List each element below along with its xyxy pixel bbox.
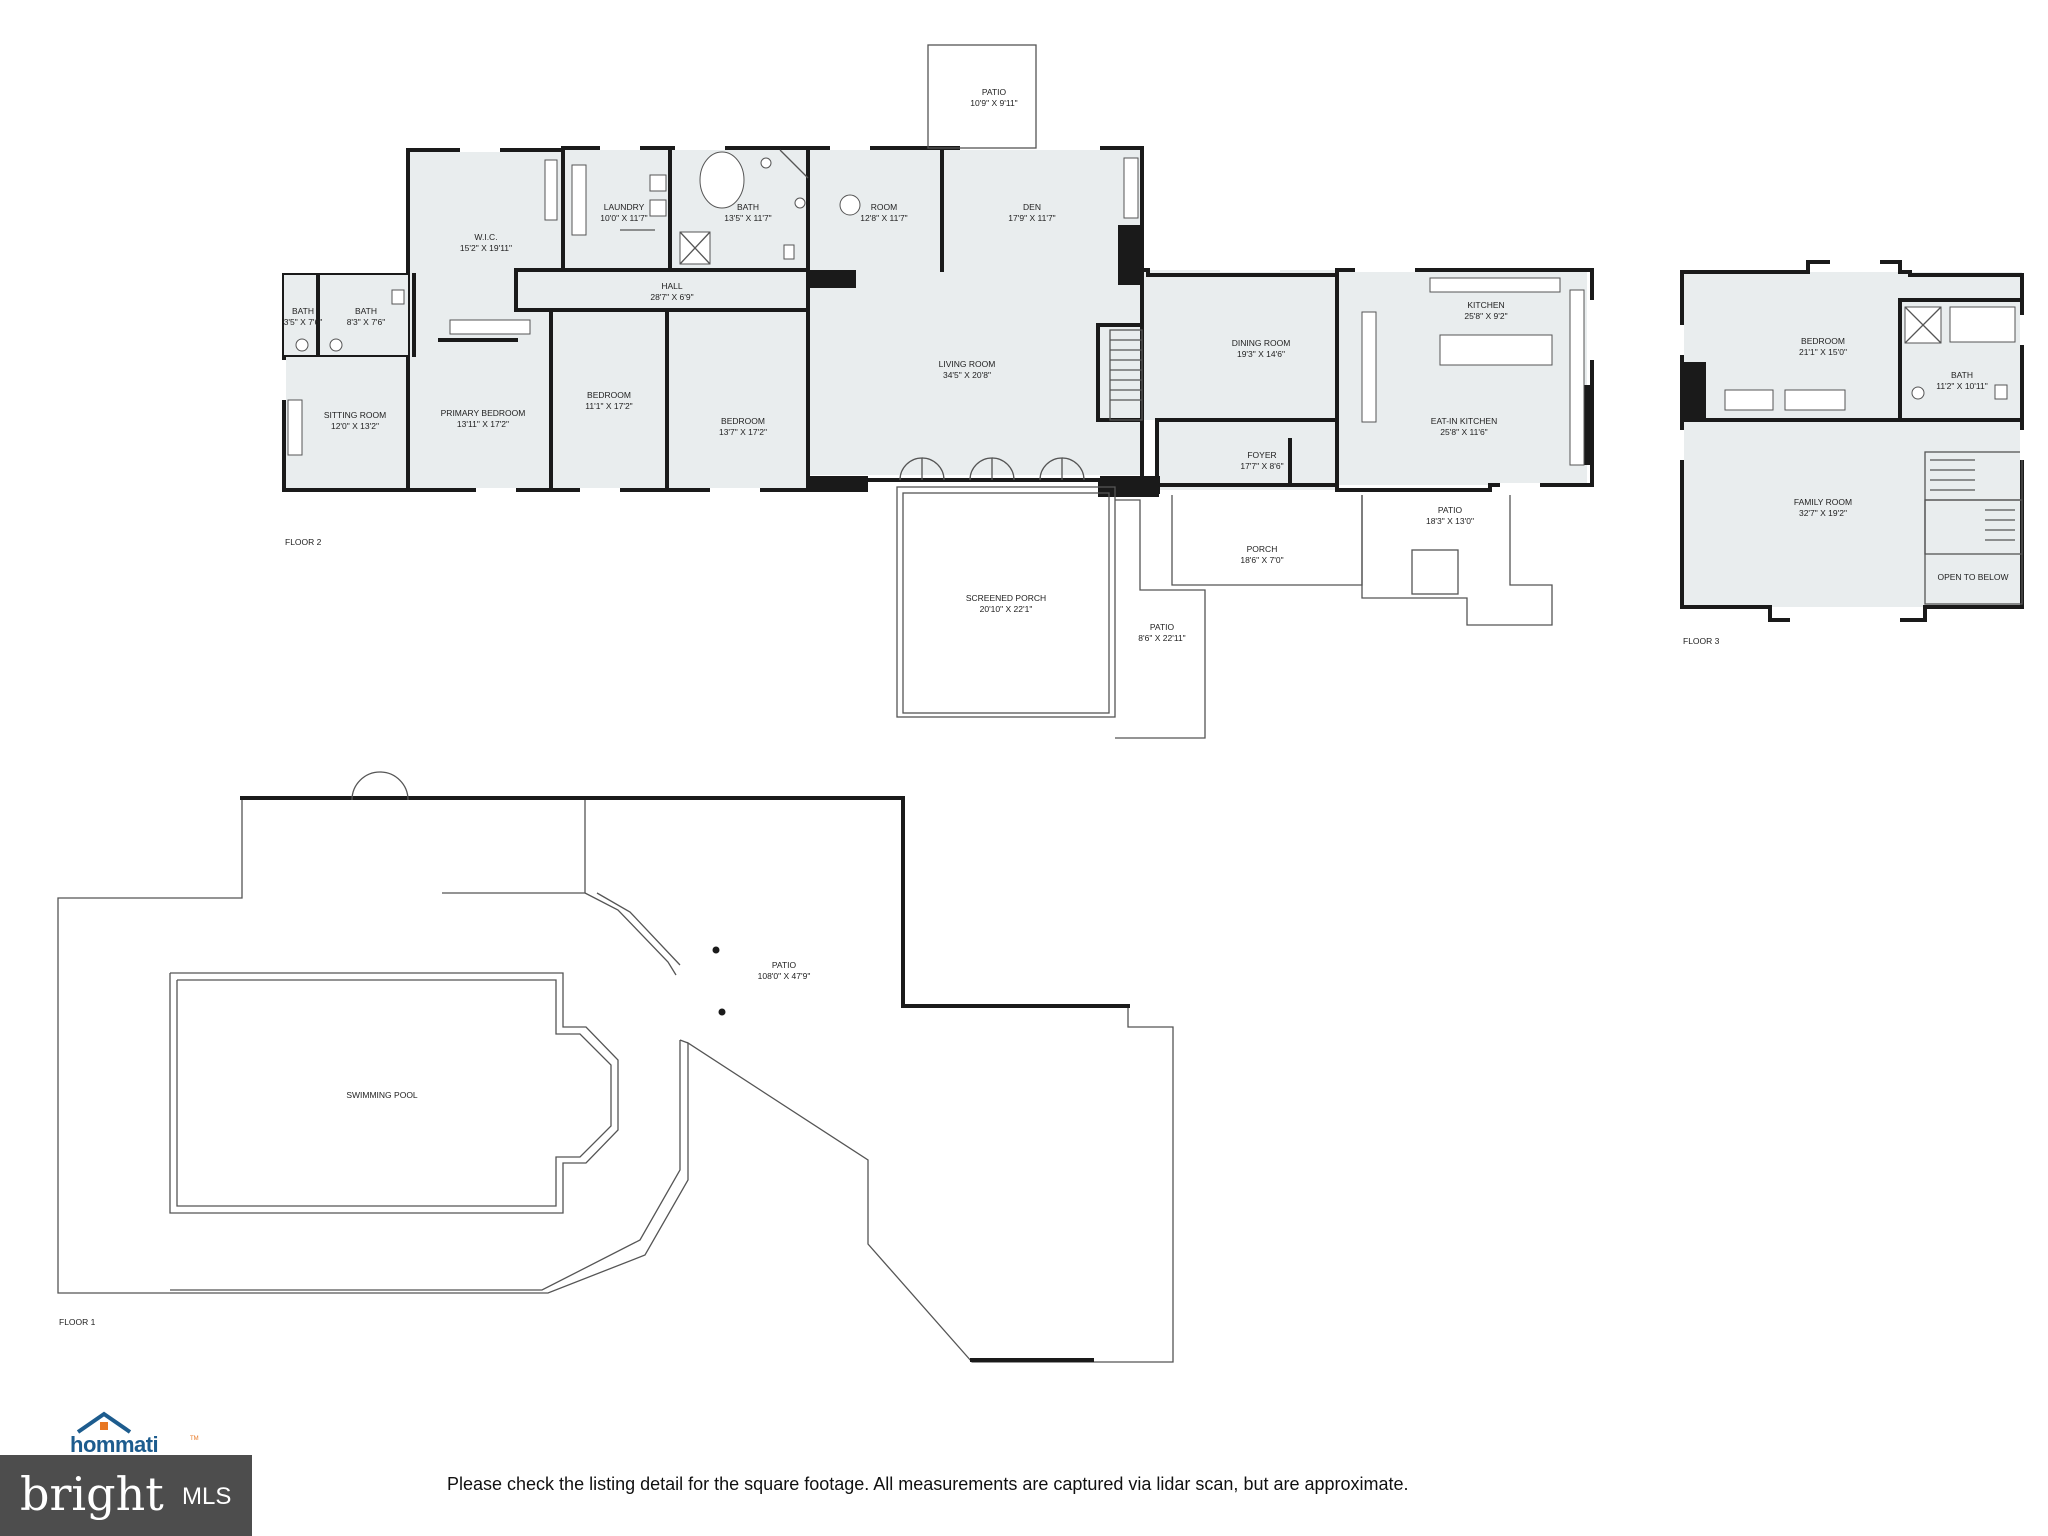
label-family: FAMILY ROOM (1794, 497, 1852, 507)
dim-patio-top: 10'9" X 9'11" (970, 98, 1017, 108)
label-kitchen: KITCHEN (1467, 300, 1504, 310)
label-screened: SCREENED PORCH (966, 593, 1046, 603)
label-open-below: OPEN TO BELOW (1937, 572, 2008, 582)
dim-foyer: 17'7" X 8'6" (1240, 461, 1283, 471)
floor-2-label: FLOOR 2 (285, 537, 322, 547)
floor-1-plan (57, 771, 1174, 1363)
dim-sitting: 12'0" X 13'2" (331, 421, 379, 431)
room-labels: PATIO 10'9" X 9'11" W.I.C. 15'2" X 19'11… (59, 87, 2009, 1327)
label-bedroom-b: BEDROOM (721, 416, 765, 426)
dim-patio-mid: 8'6" X 22'11" (1138, 633, 1185, 643)
floor-2-plan (282, 44, 1594, 739)
dim-bath-small2: 8'3" X 7'6" (347, 317, 386, 327)
dim-eatin: 25'8" X 11'6" (1440, 427, 1487, 437)
label-pool: SWIMMING POOL (346, 1090, 418, 1100)
dim-living: 34'5" X 20'8" (943, 370, 991, 380)
dim-room: 12'8" X 11'7" (860, 213, 907, 223)
label-dining: DINING ROOM (1232, 338, 1291, 348)
label-bath-up: BATH (1951, 370, 1973, 380)
label-living: LIVING ROOM (939, 359, 996, 369)
label-porch: PORCH (1247, 544, 1278, 554)
dim-wic: 15'2" X 19'11" (460, 243, 512, 253)
hommati-tm: TM (190, 1436, 199, 1442)
dim-hall: 28'7" X 6'9" (650, 292, 693, 302)
dim-den: 17'9" X 11'7" (1008, 213, 1055, 223)
dim-bath-primary: 13'5" X 11'7" (724, 213, 771, 223)
label-eatin: EAT-IN KITCHEN (1431, 416, 1497, 426)
label-bedroom-up: BEDROOM (1801, 336, 1845, 346)
hommati-wordmark: hommati (70, 1432, 159, 1457)
dim-primary-bed: 13'11" X 17'2" (457, 419, 509, 429)
label-patio-side: PATIO (1438, 505, 1463, 515)
label-foyer: FOYER (1247, 450, 1276, 460)
floor-3-label: FLOOR 3 (1683, 636, 1720, 646)
label-patio-top: PATIO (982, 87, 1007, 97)
bright-wordmark: bright (20, 1467, 164, 1521)
dim-bedroom-a: 11'1" X 17'2" (585, 401, 632, 411)
label-bedroom-a: BEDROOM (587, 390, 631, 400)
dim-bedroom-up: 21'1" X 15'0" (1799, 347, 1847, 357)
dim-bath-up: 11'2" X 10'11" (1936, 381, 1988, 391)
label-room: ROOM (871, 202, 897, 212)
house-icon (76, 1411, 132, 1434)
dim-family: 32'7" X 19'2" (1799, 508, 1847, 518)
label-bath-primary: BATH (737, 202, 759, 212)
floor-1-label: FLOOR 1 (59, 1317, 96, 1327)
label-laundry: LAUNDRY (604, 202, 645, 212)
floor-3-plan (1680, 260, 2024, 622)
disclaimer-text: Please check the listing detail for the … (447, 1474, 1409, 1494)
dim-patio-side: 18'3" X 13'0" (1426, 516, 1474, 526)
dim-kitchen: 25'8" X 9'2" (1464, 311, 1507, 321)
label-bath-small1: BATH (292, 306, 314, 316)
dim-dining: 19'3" X 14'6" (1237, 349, 1285, 359)
mls-wordmark: MLS (182, 1483, 232, 1510)
label-den: DEN (1023, 202, 1041, 212)
dim-screened: 20'10" X 22'1" (980, 604, 1033, 614)
label-sitting: SITTING ROOM (324, 410, 386, 420)
dim-porch: 18'6" X 7'0" (1240, 555, 1283, 565)
dim-patio-pool: 108'0" X 47'9" (758, 971, 811, 981)
label-bath-small2: BATH (355, 306, 377, 316)
label-hall: HALL (661, 281, 683, 291)
bright-mls-logo: bright MLS (0, 1455, 252, 1536)
dim-bath-small1: 3'5" X 7'6" (284, 317, 323, 327)
dim-laundry: 10'0" X 11'7" (600, 213, 647, 223)
hommati-logo: hommati TM (70, 1410, 200, 1460)
label-wic: W.I.C. (474, 232, 497, 242)
label-primary-bed: PRIMARY BEDROOM (441, 408, 526, 418)
dim-bedroom-b: 13'7" X 17'2" (719, 427, 767, 437)
label-patio-pool: PATIO (772, 960, 797, 970)
label-patio-mid: PATIO (1150, 622, 1175, 632)
